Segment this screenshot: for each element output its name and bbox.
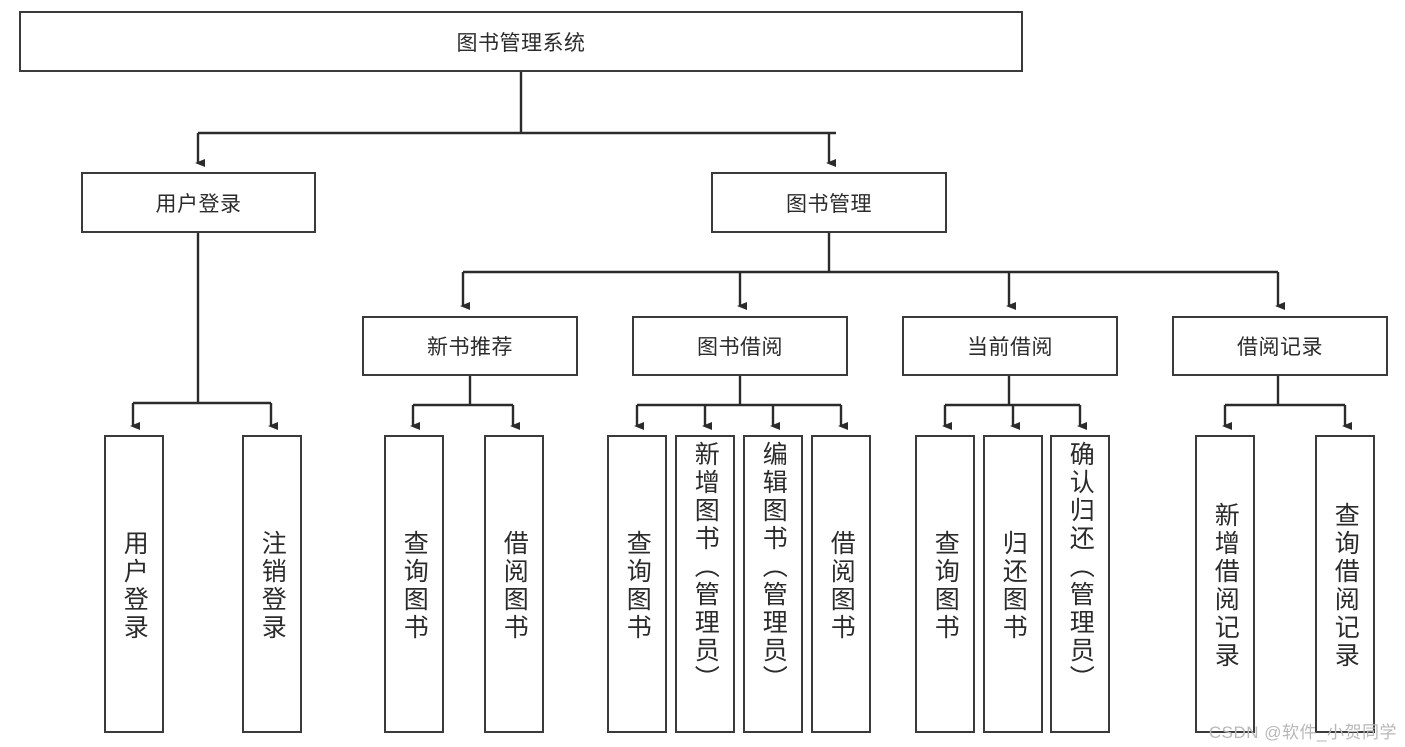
node-leaf-query-book-3-label: 查询图书 [931,530,960,642]
node-leaf-add-borrow-record-label: 新增借阅记录 [1211,502,1240,670]
node-leaf-edit-book[interactable]: 编辑图书（管理员） [743,435,803,733]
node-leaf-user-logout[interactable]: 注销登录 [242,435,302,733]
node-leaf-query-book-2[interactable]: 查询图书 [607,435,667,733]
node-leaf-query-borrow-record-label: 查询借阅记录 [1331,502,1360,670]
node-current-borrow-label: 当前借阅 [967,336,1053,359]
node-leaf-borrow-book-1-label: 借阅图书 [500,530,529,642]
node-leaf-user-login[interactable]: 用户登录 [104,435,164,733]
node-leaf-query-book-1[interactable]: 查询图书 [384,435,444,733]
node-book-management[interactable]: 图书管理 [711,172,947,233]
node-leaf-query-book-1-label: 查询图书 [400,530,429,642]
node-leaf-add-borrow-record[interactable]: 新增借阅记录 [1195,435,1255,733]
node-leaf-query-book-2-label: 查询图书 [623,530,652,642]
node-leaf-user-login-label: 用户登录 [120,530,149,642]
node-user-login[interactable]: 用户登录 [81,172,316,233]
node-leaf-return-book[interactable]: 归还图书 [983,435,1043,733]
node-leaf-add-book-label: 新增图书（管理员） [691,441,720,693]
node-book-borrow-label: 图书借阅 [697,336,783,359]
node-root-label: 图书管理系统 [456,31,586,55]
node-leaf-edit-book-label: 编辑图书（管理员） [759,441,788,693]
node-leaf-confirm-return[interactable]: 确认归还（管理员） [1050,435,1110,733]
node-book-borrow[interactable]: 图书借阅 [632,316,848,376]
node-leaf-add-book[interactable]: 新增图书（管理员） [675,435,735,733]
node-leaf-query-book-3[interactable]: 查询图书 [915,435,975,733]
node-leaf-borrow-book-1[interactable]: 借阅图书 [484,435,544,733]
node-new-book-recommend-label: 新书推荐 [427,336,513,359]
node-new-book-recommend[interactable]: 新书推荐 [362,316,578,376]
node-borrow-record[interactable]: 借阅记录 [1172,316,1388,376]
node-current-borrow[interactable]: 当前借阅 [902,316,1118,376]
watermark: CSDN @软件_小贺同学 [1208,723,1397,742]
node-book-management-label: 图书管理 [786,192,872,216]
node-leaf-confirm-return-label: 确认归还（管理员） [1066,441,1095,693]
node-root-system[interactable]: 图书管理系统 [19,11,1023,72]
node-user-login-label: 用户登录 [155,192,242,216]
node-leaf-borrow-book-2[interactable]: 借阅图书 [811,435,871,733]
node-leaf-borrow-book-2-label: 借阅图书 [827,530,856,642]
node-borrow-record-label: 借阅记录 [1237,336,1323,359]
node-leaf-user-logout-label: 注销登录 [258,530,287,642]
node-leaf-query-borrow-record[interactable]: 查询借阅记录 [1315,435,1375,733]
node-leaf-return-book-label: 归还图书 [999,530,1028,642]
